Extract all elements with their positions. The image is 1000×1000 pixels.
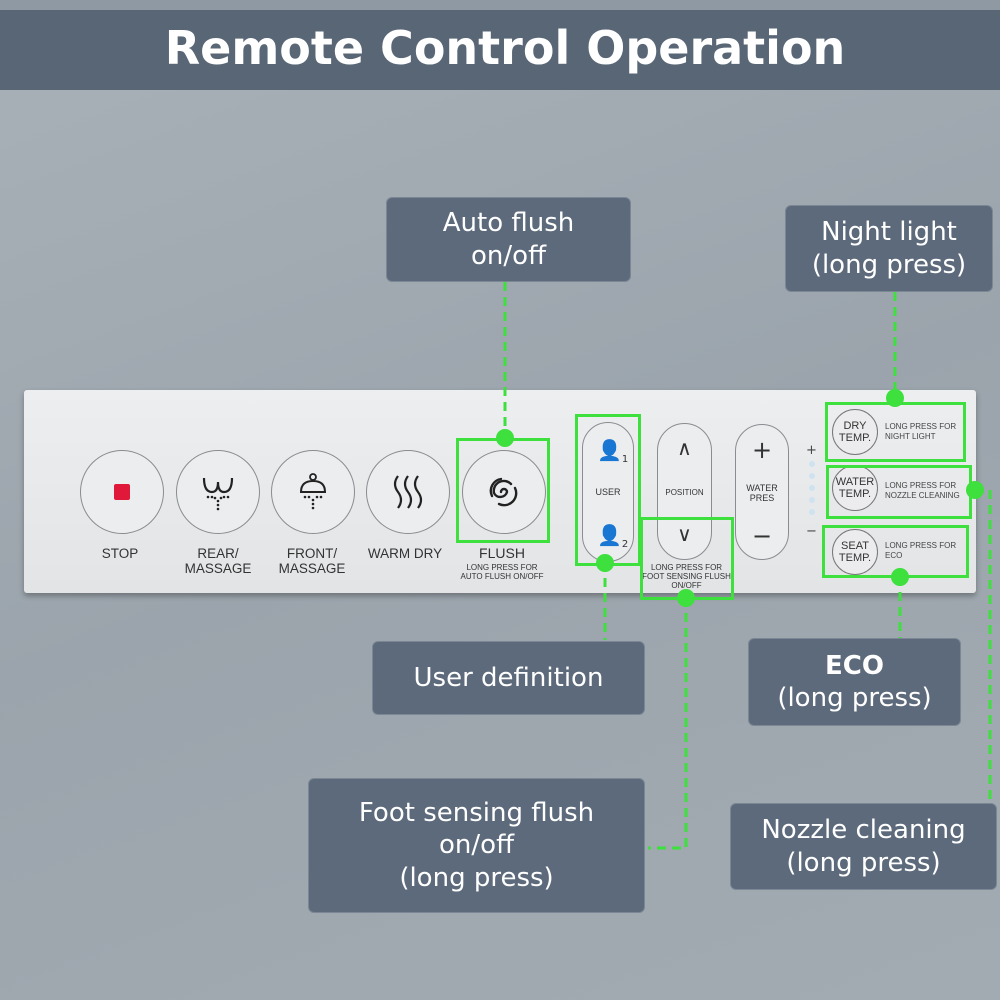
user-2-icon: 👤2 <box>597 523 629 550</box>
rear-massage-button[interactable] <box>176 450 260 534</box>
chevron-up-icon: ∧ <box>677 436 692 460</box>
rear-massage-label: REAR/MASSAGE <box>184 546 252 576</box>
callout-nozzle-cleaning: Nozzle cleaning(long press) <box>730 803 997 890</box>
water-temp-highlight <box>826 465 972 519</box>
level-minus: − <box>806 524 817 539</box>
page-title: Remote Control Operation <box>164 21 846 75</box>
flush-swirl-icon <box>489 477 518 507</box>
flush-button[interactable] <box>462 450 546 534</box>
dry-temp-highlight <box>825 402 966 462</box>
front-massage-button[interactable] <box>271 450 355 534</box>
callout-user-definition: User definition <box>372 641 645 715</box>
flush-highlight <box>456 438 550 543</box>
flush-label: FLUSH <box>479 545 525 561</box>
position-button[interactable] <box>657 423 712 560</box>
foot-sensing-highlight <box>640 517 734 600</box>
seat-temp-highlight <box>822 525 969 578</box>
position-label: POSITION <box>665 488 704 497</box>
minus-icon: − <box>751 522 773 550</box>
warm-dry-icon <box>393 475 423 509</box>
stop-button[interactable] <box>80 450 164 534</box>
level-plus: + <box>806 443 817 458</box>
warm-dry-label: WARM DRY <box>367 546 443 561</box>
user-label: USER <box>595 487 621 497</box>
level-indicator <box>809 461 815 515</box>
stop-label: STOP <box>101 546 139 561</box>
user-1-icon: 👤1 <box>597 438 629 465</box>
title-banner: Remote Control Operation <box>0 0 1000 90</box>
callout-night-light: Night light(long press) <box>785 205 993 292</box>
warm-dry-button[interactable] <box>366 450 450 534</box>
rear-wash-icon <box>202 477 234 511</box>
stop-icon <box>114 484 130 500</box>
user-highlight <box>575 414 641 566</box>
plus-icon: + <box>751 436 773 464</box>
front-massage-label: FRONT/MASSAGE <box>278 546 346 576</box>
user-button[interactable] <box>582 422 634 562</box>
front-wash-icon <box>299 473 327 510</box>
callout-eco: ECO(long press) <box>748 638 961 726</box>
water-pressure-button[interactable] <box>735 424 789 560</box>
chevron-down-icon: ∨ <box>677 522 692 546</box>
